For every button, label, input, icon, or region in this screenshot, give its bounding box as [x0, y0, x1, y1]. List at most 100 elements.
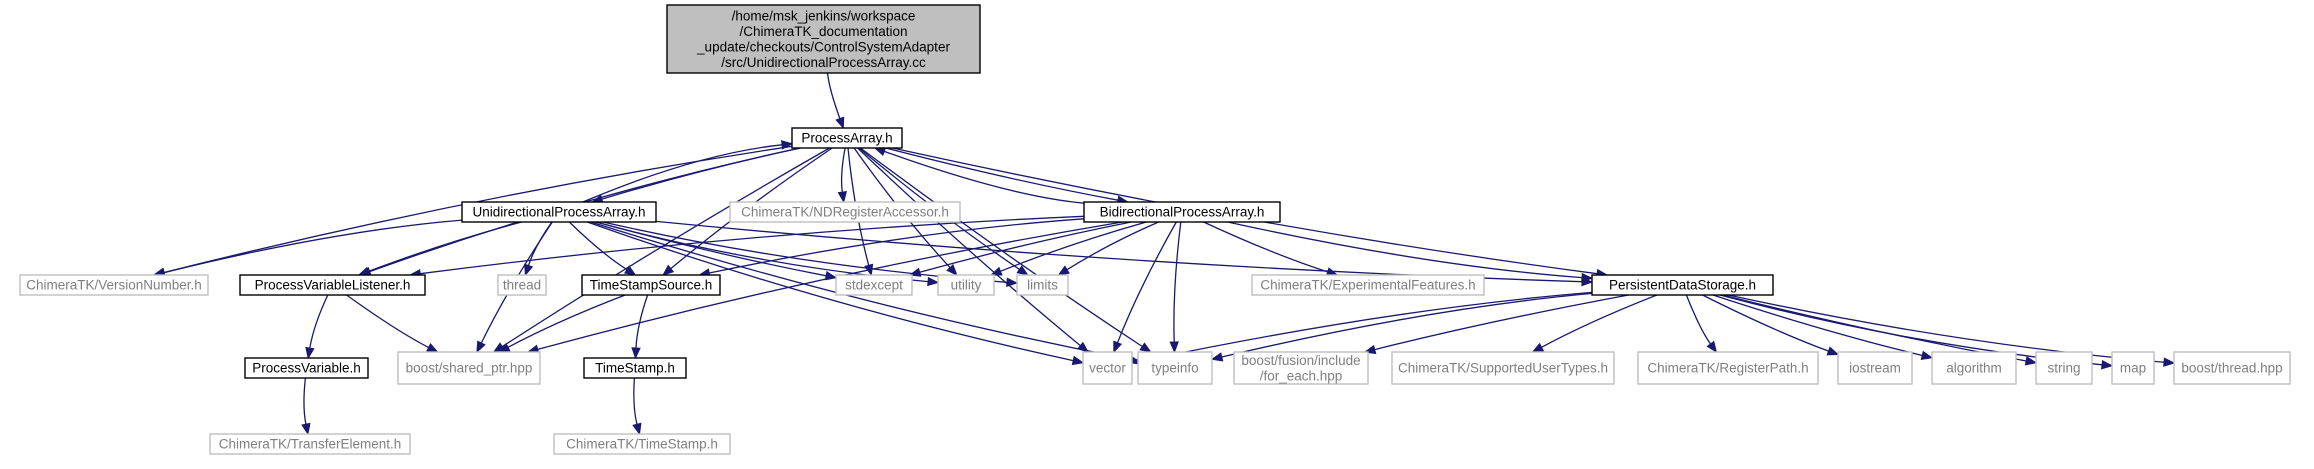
node-label-limits-line-0: limits	[1027, 278, 1058, 293]
node-label-pa-line-0: ProcessArray.h	[801, 131, 892, 146]
arrowhead-ts-to-tsh	[632, 422, 642, 436]
arrowhead-bpa-to-limits	[1057, 265, 1070, 276]
node-label-bth-line-0: boost/thread.hpp	[2181, 361, 2282, 376]
node-root[interactable]: /home/msk_jenkins/workspace/ChimeraTK_do…	[666, 4, 981, 74]
node-bsp: boost/shared_ptr.hpp	[397, 351, 541, 385]
node-box-rp	[1637, 351, 1819, 385]
node-box-upa	[461, 201, 657, 223]
arrowhead-upa-to-pa	[781, 140, 794, 150]
arrowhead-pds-to-rp	[1706, 340, 1718, 354]
node-typeinfo: typeinfo	[1137, 351, 1213, 385]
node-label-bpa-line-0: BidirectionalProcessArray.h	[1100, 205, 1265, 220]
edge-bpa-to-tss	[709, 218, 1085, 274]
arrowhead-pds-to-iostream	[1826, 346, 1840, 356]
node-iostream: iostream	[1837, 351, 1913, 385]
node-label-root-line-0: /home/msk_jenkins/workspace	[732, 8, 916, 23]
node-box-tsh	[553, 433, 731, 455]
node-utility: utility	[937, 274, 995, 296]
node-label-pvl-line-0: ProcessVariableListener.h	[255, 278, 411, 293]
node-label-expf-line-0: ChimeraTK/ExperimentalFeatures.h	[1260, 278, 1475, 293]
arrowhead-pv-to-te	[301, 422, 311, 436]
arrowhead-bpa-to-typeinfo	[1169, 341, 1179, 354]
node-label-pv-line-0: ProcessVariable.h	[252, 361, 361, 376]
node-box-vector	[1082, 351, 1133, 385]
edge-bpa-to-utility	[1000, 221, 1147, 272]
edge-pds-to-sut	[1541, 294, 1658, 348]
node-pv[interactable]: ProcessVariable.h	[244, 357, 369, 379]
arrowhead-tss-to-ts	[631, 347, 641, 360]
node-sut: ChimeraTK/SupportedUserTypes.h	[1391, 351, 1615, 385]
arrowhead-upa-to-limits	[1006, 277, 1019, 288]
node-stdexcept: stdexcept	[835, 274, 913, 296]
edge-pds-to-vector	[1141, 291, 1593, 362]
edge-pa-to-typeinfo	[860, 147, 1143, 348]
arrowhead-pds-to-sut	[1531, 342, 1545, 353]
arrowhead-bpa-to-pa	[873, 147, 887, 156]
edge-upa-to-typeinfo	[590, 221, 1129, 360]
node-label-bsp-line-0: boost/shared_ptr.hpp	[406, 361, 533, 376]
arrowhead-pa-to-tss	[662, 264, 675, 276]
node-label-root-line-3: /src/UnidirectionalProcessArray.cc	[721, 55, 926, 70]
node-label-thread-line-0: thread	[503, 278, 541, 293]
node-thread: thread	[497, 274, 547, 296]
node-box-pds	[1591, 274, 1774, 296]
node-box-stdexcept	[835, 274, 913, 296]
node-label-vector-line-0: vector	[1089, 361, 1126, 376]
node-box-root	[666, 4, 981, 74]
edge-root-to-pa	[826, 72, 841, 119]
node-label-map-line-0: map	[2120, 361, 2146, 376]
arrowhead-upa-to-thread	[524, 263, 534, 277]
edge-bpa-to-pvl	[420, 215, 1085, 275]
arrowhead-pds-to-map	[2101, 360, 2114, 370]
node-label-bfe-line-0: boost/fusion/include	[1241, 353, 1360, 368]
edge-bpa-to-limits	[1066, 221, 1159, 271]
edge-pvl-to-pv	[309, 294, 329, 349]
node-box-bfe	[1233, 351, 1369, 385]
arrowhead-pa-to-utility	[946, 264, 958, 276]
edge-upa-to-vector	[587, 221, 1074, 362]
node-label-nda-line-0: ChimeraTK/NDRegisterAccessor.h	[741, 205, 949, 220]
arrowhead-bpa-to-stdexcept	[908, 267, 922, 277]
edge-tss-to-ts	[635, 294, 649, 349]
edge-pds-to-algorithm	[1712, 294, 1923, 357]
node-box-map	[2111, 351, 2155, 385]
edge-bpa-to-vector	[1116, 221, 1177, 343]
edge-pds-to-iostream	[1702, 294, 1829, 352]
node-box-pv	[244, 357, 369, 379]
node-pds[interactable]: PersistentDataStorage.h	[1591, 274, 1774, 296]
node-box-te	[209, 433, 411, 455]
node-rp: ChimeraTK/RegisterPath.h	[1637, 351, 1819, 385]
node-box-limits	[1016, 274, 1069, 296]
arrowhead-pa-to-nda	[837, 191, 847, 204]
node-map: map	[2111, 351, 2155, 385]
arrowhead-bpa-to-pds	[1581, 272, 1594, 283]
node-box-string	[2035, 351, 2093, 385]
node-label-rp-line-0: ChimeraTK/RegisterPath.h	[1647, 361, 1808, 376]
node-label-te-line-0: ChimeraTK/TransferElement.h	[219, 437, 402, 452]
edge-pa-to-nda	[840, 147, 846, 193]
arrowhead-pa-to-typeinfo	[1139, 342, 1152, 353]
node-ts[interactable]: TimeStamp.h	[583, 357, 687, 379]
node-label-tsh-line-0: ChimeraTK/TimeStamp.h	[566, 437, 718, 452]
edge-bpa-to-pa	[883, 150, 1085, 204]
arrowhead-pvl-to-bsp	[426, 343, 439, 353]
node-label-upa-line-0: UnidirectionalProcessArray.h	[472, 205, 645, 220]
node-pvl[interactable]: ProcessVariableListener.h	[239, 274, 426, 296]
edge-pvl-to-bsp	[346, 294, 429, 349]
node-label-iostream-line-0: iostream	[1849, 361, 1901, 376]
node-box-sut	[1391, 351, 1615, 385]
node-bth: boost/thread.hpp	[2173, 351, 2291, 385]
node-box-pa	[791, 127, 903, 149]
node-label-bfe-line-1: /for_each.hpp	[1260, 368, 1343, 383]
node-tss[interactable]: TimeStampSource.h	[581, 274, 721, 296]
edge-pds-to-bth	[1728, 294, 2165, 363]
node-label-root-line-1: /ChimeraTK_documentation	[739, 24, 907, 39]
node-upa[interactable]: UnidirectionalProcessArray.h	[461, 201, 657, 223]
node-label-algorithm-line-0: algorithm	[1946, 361, 2002, 376]
node-label-sut-line-0: ChimeraTK/SupportedUserTypes.h	[1398, 361, 1608, 376]
arrowhead-pds-to-string	[2024, 356, 2038, 366]
node-pa[interactable]: ProcessArray.h	[791, 127, 903, 149]
node-bpa[interactable]: BidirectionalProcessArray.h	[1083, 201, 1281, 223]
node-box-ts	[583, 357, 687, 379]
